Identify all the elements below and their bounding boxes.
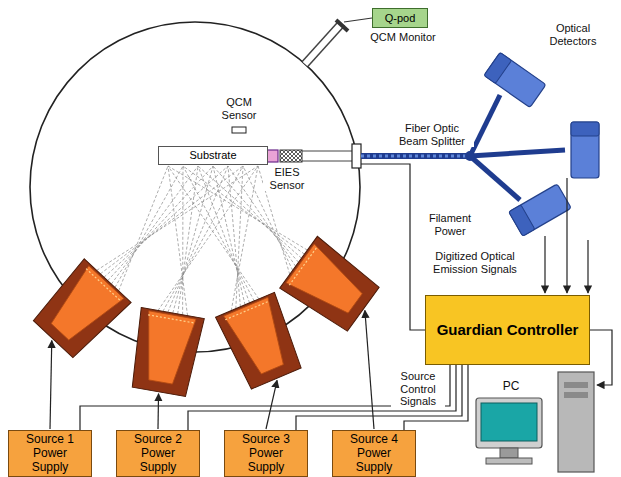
detector-end bbox=[484, 52, 512, 83]
substrate-plate: Substrate bbox=[158, 146, 268, 165]
fiber-branch bbox=[470, 95, 500, 156]
flux-ray bbox=[168, 166, 228, 312]
source-crucible bbox=[224, 297, 295, 378]
monitor-frame bbox=[476, 398, 542, 448]
signal-arrow bbox=[544, 236, 545, 293]
control-signal-line bbox=[80, 365, 450, 430]
evaporation-source bbox=[280, 236, 382, 335]
flux-ray bbox=[213, 166, 245, 305]
part-label: Filament Power bbox=[418, 212, 482, 237]
qcm-feedthrough bbox=[305, 23, 342, 64]
flux-ray bbox=[115, 166, 183, 287]
power-supply-box: Source 2 Power Supply bbox=[116, 430, 200, 477]
optical-detector bbox=[509, 184, 571, 236]
optical-detector bbox=[571, 122, 599, 178]
drive-bay bbox=[564, 382, 588, 388]
node-text: Guardian Controller bbox=[437, 321, 579, 338]
flux-ray bbox=[158, 166, 258, 310]
node-text: Source 3 Power Supply bbox=[229, 433, 303, 474]
detector-end bbox=[509, 205, 535, 236]
flux-ray bbox=[231, 166, 258, 311]
power-supply-box: Source 1 Power Supply bbox=[8, 430, 92, 477]
source-body bbox=[216, 292, 306, 391]
node-text: Q-pod bbox=[385, 12, 416, 25]
qcm-feedthrough-bore bbox=[305, 23, 342, 64]
node-text: Source 2 Power Supply bbox=[121, 433, 195, 474]
part-label: QCM Sensor bbox=[214, 96, 264, 121]
power-supply-box: Source 4 Power Supply bbox=[332, 430, 416, 477]
beam-splitter bbox=[465, 151, 475, 161]
source-crucible bbox=[42, 266, 123, 348]
power-arrow bbox=[157, 394, 159, 429]
flux-ray bbox=[104, 166, 228, 277]
monitor-screen bbox=[481, 403, 537, 441]
flux-ray bbox=[183, 166, 254, 301]
power-arrow bbox=[266, 380, 277, 429]
detector-body bbox=[484, 52, 546, 107]
drive-bay bbox=[564, 392, 588, 398]
flux-ray bbox=[163, 166, 243, 311]
eies-filament-mesh bbox=[280, 150, 302, 162]
qcm-sensor bbox=[232, 127, 246, 133]
monitor-base bbox=[486, 458, 532, 464]
node-text: Source 1 Power Supply bbox=[13, 433, 87, 474]
part-label: EIES Sensor bbox=[263, 166, 311, 191]
signal-arrow bbox=[587, 240, 588, 293]
part-label: QCM Monitor bbox=[368, 31, 438, 44]
part-label: Optical Detectors bbox=[536, 22, 610, 47]
qcm-cable bbox=[344, 18, 372, 22]
eies-flange bbox=[352, 144, 361, 168]
part-label: PC bbox=[492, 380, 530, 394]
part-label: Fiber Optic Beam Splitter bbox=[390, 122, 474, 147]
crucible-melt bbox=[225, 301, 269, 320]
eies-tube bbox=[302, 151, 352, 152]
flux-ray bbox=[168, 166, 188, 316]
source-body bbox=[127, 307, 204, 397]
part-label: Source Control Signals bbox=[391, 370, 445, 408]
flux-ray bbox=[168, 166, 259, 299]
source-crucible bbox=[286, 244, 369, 323]
power-supply-box: Source 3 Power Supply bbox=[224, 430, 308, 477]
flux-ray bbox=[111, 166, 198, 284]
crucible-melt bbox=[148, 315, 195, 323]
crucible-melt bbox=[289, 246, 317, 285]
control-signal-line bbox=[188, 365, 456, 430]
signal-arrow bbox=[566, 178, 567, 293]
crucible-melt bbox=[86, 269, 121, 302]
fiber-jacket bbox=[361, 155, 470, 158]
optical-detector bbox=[484, 52, 546, 107]
flux-ray bbox=[236, 166, 243, 309]
source-body bbox=[30, 259, 131, 361]
filament-wire bbox=[361, 164, 425, 330]
evaporation-source bbox=[216, 292, 306, 391]
detector-body bbox=[571, 122, 599, 178]
fiber-optic-cable bbox=[361, 153, 470, 159]
evaporation-source bbox=[127, 307, 204, 397]
flux-ray bbox=[108, 166, 213, 281]
source-crucible bbox=[137, 311, 196, 386]
detector-end bbox=[571, 122, 599, 136]
pc-tower bbox=[558, 372, 594, 472]
fiber-branch bbox=[470, 150, 565, 156]
detector-body bbox=[509, 184, 571, 236]
monitor-box: Q-pod bbox=[372, 8, 428, 28]
monitor-stand bbox=[500, 448, 518, 458]
pc-link bbox=[590, 330, 612, 385]
fiber-branch bbox=[470, 156, 520, 200]
flux-ray bbox=[228, 166, 240, 307]
power-arrow bbox=[50, 341, 52, 429]
node-text: Substrate bbox=[189, 149, 236, 162]
part-label: Digitized Optical Emission Signals bbox=[418, 250, 532, 275]
eies-tube bbox=[302, 161, 352, 162]
source-body bbox=[280, 236, 382, 335]
control-signal-line bbox=[296, 365, 462, 430]
flux-ray bbox=[182, 166, 183, 315]
controller-box: Guardian Controller bbox=[425, 295, 590, 365]
node-text: Source 4 Power Supply bbox=[337, 433, 411, 474]
evaporation-source bbox=[30, 259, 131, 361]
